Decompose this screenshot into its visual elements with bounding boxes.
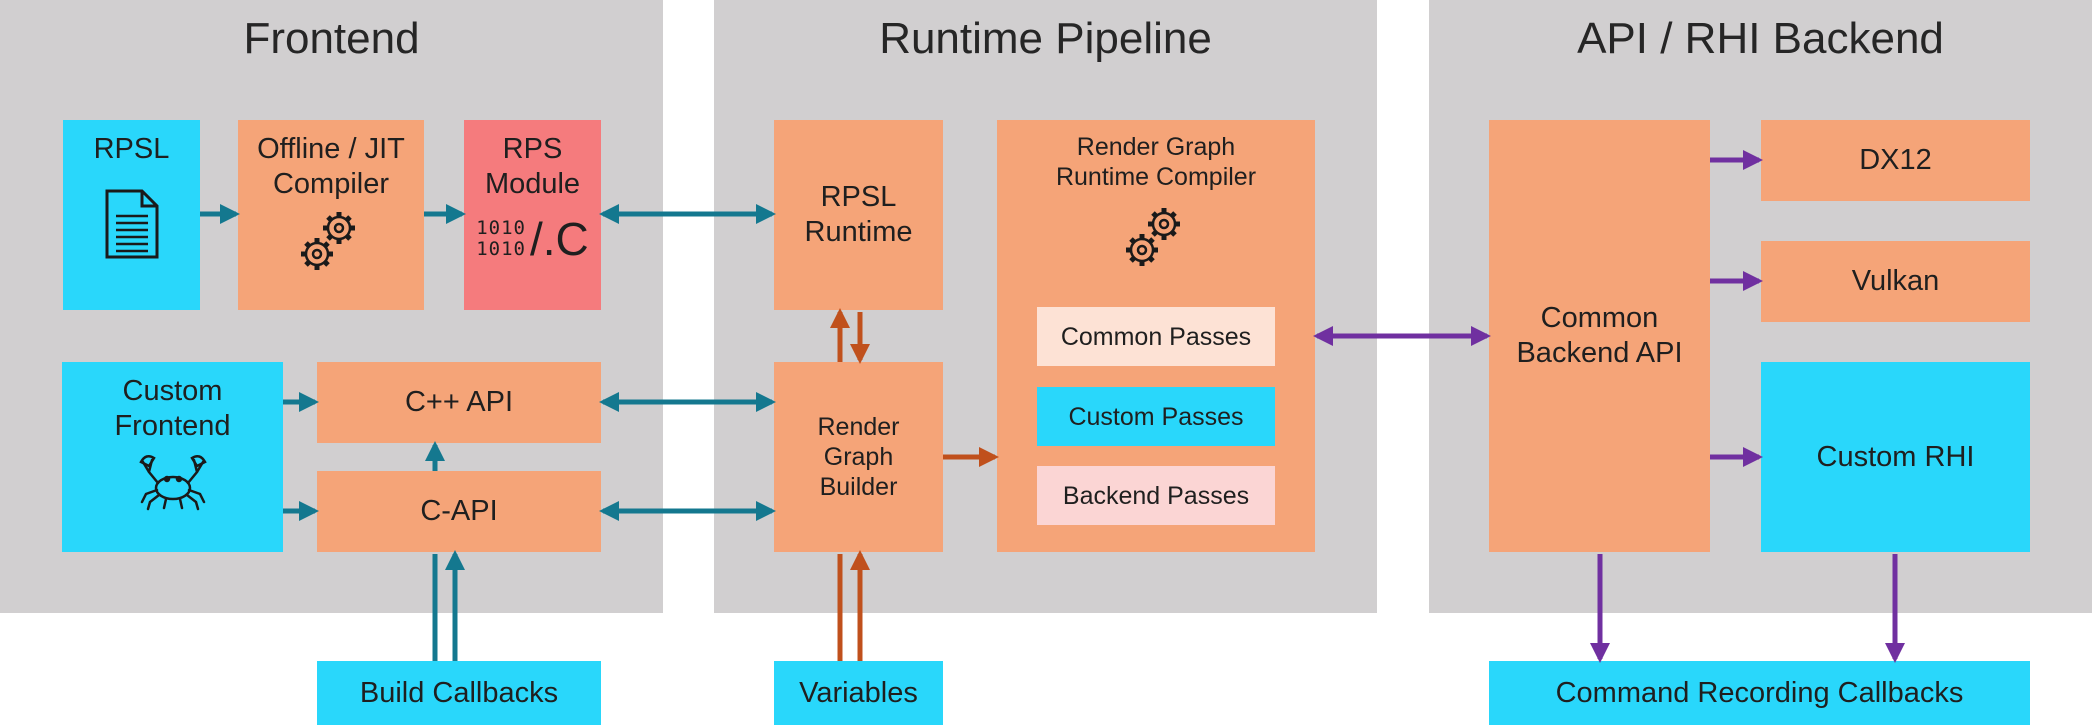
common-passes-box: Common Passes [1037,307,1275,366]
variables-label: Variables [799,676,918,709]
vulkan-box: Vulkan [1761,241,2030,322]
binary-line-1: 1010 [476,217,526,240]
c-api-box: C-API [317,471,601,552]
dx12-box: DX12 [1761,120,2030,201]
dx12-label: DX12 [1859,144,1932,177]
command-recording-callbacks-label: Command Recording Callbacks [1555,676,1964,709]
build-callbacks-box: Build Callbacks [317,661,601,725]
cpp-api-box: C++ API [317,362,601,443]
common-backend-label-line2: Backend API [1516,337,1683,369]
build-callbacks-label: Build Callbacks [359,676,559,709]
vulkan-label: Vulkan [1851,265,1940,298]
c-api-label: C-API [420,495,498,528]
rgb-label-line2: Graph [823,443,894,471]
command-recording-callbacks-box: Command Recording Callbacks [1489,661,2030,725]
api-rhi-backend-title: API / RHI Backend [1577,14,1944,63]
common-backend-label-line1: Common [1540,302,1659,335]
rpsl-label: RPSL [93,133,170,165]
compiler-label-line1: Offline / JIT [257,133,405,165]
common-passes-label: Common Passes [1060,322,1252,351]
rpsl-runtime-box: RPSL Runtime [774,120,943,310]
custom-rhi-box: Custom RHI [1761,362,2030,552]
custom-passes-box: Custom Passes [1037,387,1275,446]
rgrc-label-line2: Runtime Compiler [1055,163,1257,191]
common-backend-api-box: Common Backend API [1489,120,1710,552]
gears-icon [301,211,355,270]
gears-icon [1126,208,1180,266]
custom-rhi-label: Custom RHI [1816,440,1975,473]
backend-passes-label: Backend Passes [1062,481,1250,510]
custom-frontend-label-line2: Frontend [114,409,231,442]
backend-passes-box: Backend Passes [1037,466,1275,525]
compiler-label-line2: Compiler [272,167,390,200]
variables-box: Variables [774,661,943,725]
binary-line-2: 1010 [476,238,526,261]
rps-module-binary-ext: 1010 1010 /.C [476,212,589,267]
cpp-api-label: C++ API [404,386,513,419]
custom-frontend-box: Custom Frontend [62,362,283,552]
rps-module-box: RPS Module 1010 1010 /.C [464,120,601,310]
rpsl-runtime-label-line2: Runtime [804,216,913,248]
rpsl-runtime-label-line1: RPSL [820,181,897,214]
rps-module-binary: 1010 1010 [476,218,526,260]
rps-module-label-line2: Module [484,167,581,200]
rps-module-extension: /.C [529,212,589,265]
frontend-title: Frontend [243,14,420,63]
rpsl-box: RPSL [63,120,200,310]
rgb-label-line1: Render [817,413,900,441]
render-graph-builder-box: Render Graph Builder [774,362,943,552]
custom-frontend-label-line1: Custom [122,375,223,407]
rgb-label-line3: Builder [819,473,898,501]
offline-jit-compiler-box: Offline / JIT Compiler [238,120,424,310]
runtime-pipeline-title: Runtime Pipeline [879,14,1212,63]
crab-icon [138,454,207,510]
rps-module-label-line1: RPS [502,133,563,165]
document-icon [105,189,158,259]
rgrc-label-line1: Render Graph [1076,133,1236,161]
custom-passes-label: Custom Passes [1068,402,1244,431]
